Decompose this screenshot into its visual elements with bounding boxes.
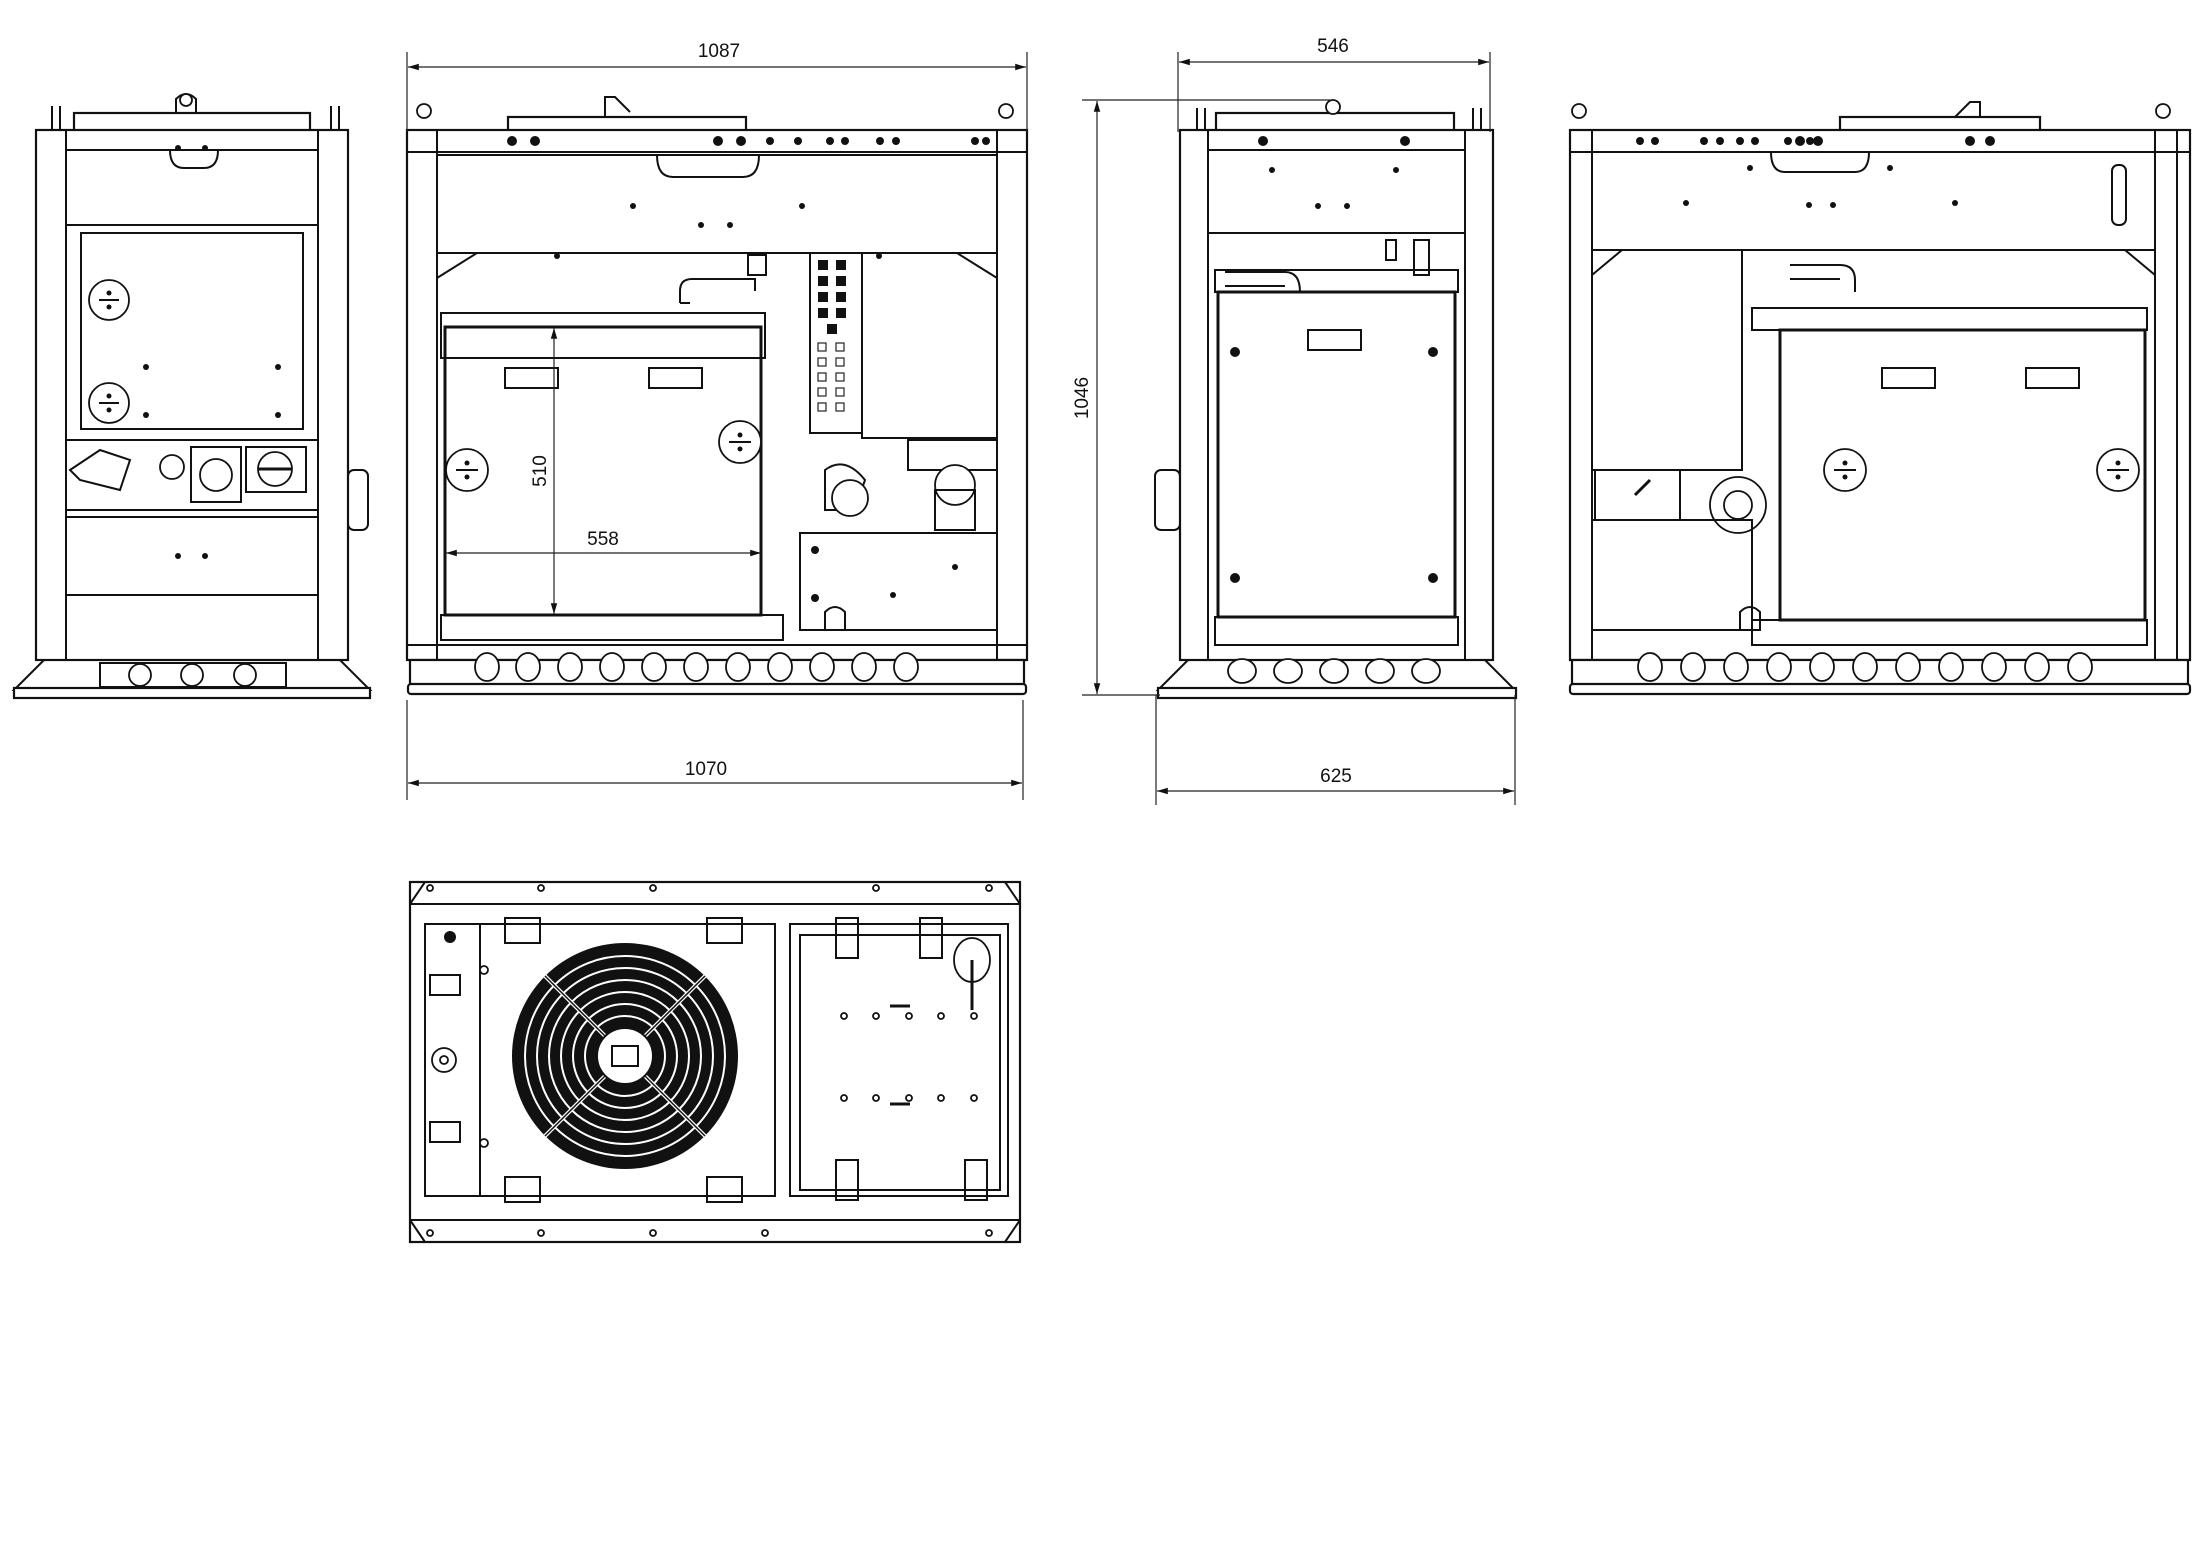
dim-overall-width-top: 1087: [698, 41, 740, 62]
dim-panel-height: 510: [530, 455, 551, 487]
side-view-left: [11, 93, 373, 700]
lock-icon: [445, 448, 489, 492]
dim-overall-height: 1046: [1072, 377, 1093, 419]
lock-icon: [88, 279, 130, 321]
rear-view: [1568, 101, 2192, 696]
lock-icon: [2096, 448, 2140, 492]
lock-icon: [1823, 448, 1867, 492]
dim-side-width-top: 546: [1317, 36, 1349, 57]
fork-pockets: [474, 652, 919, 682]
side-view-right: [1154, 99, 1518, 700]
lock-icon: [718, 420, 762, 464]
control-grid: [817, 260, 846, 412]
fan-icon: [512, 943, 738, 1169]
top-view: [408, 880, 1022, 1244]
bolt-row: [507, 136, 990, 146]
dim-panel-width: 558: [587, 529, 619, 550]
front-view: [405, 96, 1029, 696]
dim-overall-width-base: 1070: [685, 759, 727, 780]
dim-side-width-base: 625: [1320, 766, 1352, 787]
lock-icon: [88, 382, 130, 424]
dimension-lines: [406, 52, 1516, 805]
dimension-labels: 1087 1070 546 625 1046 510 558: [530, 36, 1352, 787]
